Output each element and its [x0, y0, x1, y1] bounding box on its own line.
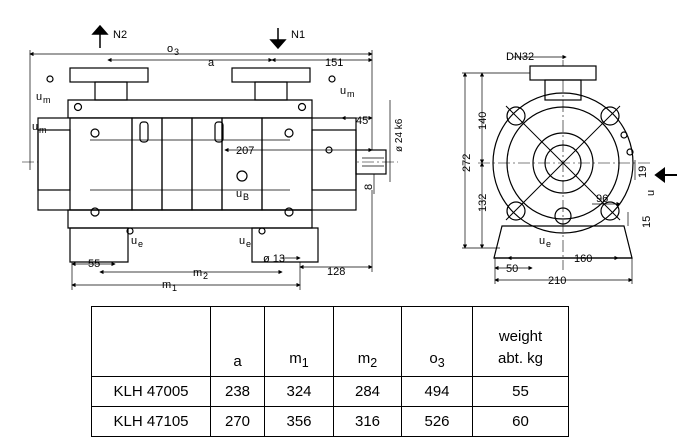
label-207: 207 — [236, 145, 254, 157]
label-n2: N2 — [113, 29, 127, 41]
label-55: 55 — [88, 258, 100, 270]
header-m2-sub: 2 — [370, 356, 378, 370]
cell-weight: 55 — [472, 376, 569, 407]
cell-model: KLH 47105 — [91, 406, 211, 437]
side-view-labels: N2 N1 o 3 a 151 u m u m u m 45 ø 24 k6 2… — [32, 29, 405, 293]
table-header-row: a m1 m2 o3 weight abt. kg — [91, 306, 569, 377]
cell-o3: 526 — [401, 406, 473, 437]
label-n1: N1 — [291, 29, 305, 41]
label-um-mid: u — [32, 121, 38, 133]
side-view-dimensions — [29, 50, 391, 290]
header-m2: m2 — [333, 306, 402, 377]
cell-m2: 284 — [333, 376, 402, 407]
header-weight: weight abt. kg — [472, 306, 569, 377]
label-ub-end: u — [645, 190, 657, 196]
label-ub: u — [236, 188, 242, 200]
label-um-left: u — [36, 91, 42, 103]
header-o3-sub: 3 — [437, 356, 445, 370]
header-m1: m1 — [264, 306, 334, 377]
end-view — [478, 60, 650, 270]
header-o3: o3 — [401, 306, 473, 377]
cell-m1: 356 — [264, 406, 334, 437]
label-19: 19 — [637, 166, 649, 178]
cell-a: 270 — [210, 406, 265, 437]
label-ue-left-sub: e — [138, 239, 143, 249]
label-132: 132 — [477, 194, 489, 212]
label-dia13: ø 13 — [263, 253, 285, 265]
cell-m2: 316 — [333, 406, 402, 437]
label-m2: m — [193, 267, 202, 279]
inlet-arrow — [654, 167, 677, 183]
header-o3-base: o — [429, 350, 438, 367]
cell-o3: 494 — [401, 376, 473, 407]
label-140: 140 — [477, 112, 489, 130]
label-m1: m — [162, 279, 171, 291]
header-weight-line1: weight — [498, 328, 543, 345]
header-m1-base: m — [289, 350, 302, 367]
cell-model: KLH 47005 — [91, 376, 211, 407]
header-m2-base: m — [357, 350, 371, 367]
label-ue-right-sub: e — [246, 239, 251, 249]
pump-dimension-drawing: N2 N1 o 3 a 151 u m u m u m 45 ø 24 k6 2… — [22, 24, 677, 293]
label-8: 8 — [363, 184, 375, 190]
header-m1-sub: 1 — [301, 356, 309, 370]
label-dn32: DN32 — [506, 51, 534, 63]
side-view — [22, 67, 398, 263]
label-50: 50 — [506, 263, 518, 275]
label-m1-sub: 1 — [172, 283, 177, 293]
label-ue-left: u — [131, 235, 137, 247]
label-ue-end: u — [539, 235, 545, 247]
label-dia24: ø 24 k6 — [394, 118, 405, 152]
label-ue-right: u — [239, 235, 245, 247]
header-weight-line2: abt. kg — [497, 350, 544, 367]
label-um-left-sub: m — [43, 95, 51, 105]
label-45: 45 — [356, 115, 368, 127]
label-ub-sub: B — [243, 192, 249, 202]
end-view-labels: DN32 272 140 132 19 96 15 u u e 160 50 2… — [461, 51, 657, 287]
label-m2-sub: 2 — [203, 271, 208, 281]
cell-weight: 60 — [472, 406, 569, 437]
label-um-mid-sub: m — [39, 125, 47, 135]
label-o3: o — [167, 43, 173, 55]
label-272: 272 — [461, 154, 473, 172]
label-um-right-sub: m — [347, 89, 355, 99]
label-210: 210 — [548, 275, 566, 287]
nozzle-arrows — [91, 24, 287, 50]
cell-m1: 324 — [264, 376, 334, 407]
header-a: a — [210, 306, 265, 377]
label-96: 96 — [596, 193, 608, 205]
label-15: 15 — [641, 216, 653, 228]
label-128: 128 — [327, 266, 345, 278]
label-um-right: u — [340, 85, 346, 97]
dimension-table: a m1 m2 o3 weight abt. kg KLH 47005 238 … — [91, 306, 569, 437]
label-o3-sub: 3 — [174, 47, 179, 57]
table-row: KLH 47005 238 324 284 494 55 — [91, 376, 569, 407]
label-ue-end-sub: e — [546, 239, 551, 249]
header-model — [91, 306, 211, 377]
label-160: 160 — [574, 253, 592, 265]
label-a: a — [208, 57, 215, 69]
cell-a: 238 — [210, 376, 265, 407]
label-151: 151 — [325, 57, 343, 69]
table-row: KLH 47105 270 356 316 526 60 — [91, 406, 569, 437]
end-view-dimensions — [462, 54, 636, 284]
